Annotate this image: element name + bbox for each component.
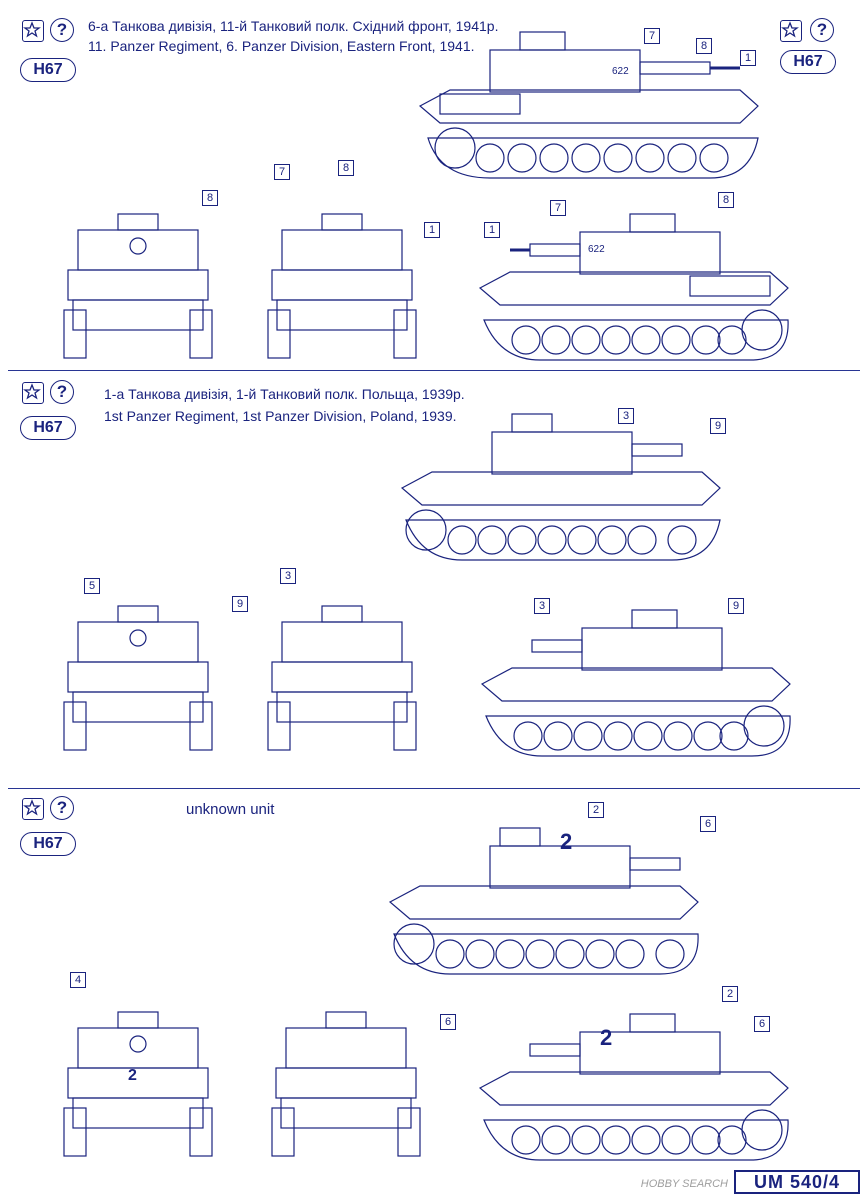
- tank-side-view-right: [480, 609, 791, 757]
- decal-callout: 5: [84, 578, 100, 594]
- variant-title-ua: 1-а Танкова дивізія, 1-й Танковий полк. …: [104, 386, 465, 402]
- tank-side-view-right: [478, 1013, 789, 1161]
- question-circle-icon: ?: [50, 796, 74, 820]
- side-code: H67: [780, 50, 836, 74]
- tank-rear-view: [267, 213, 417, 359]
- decal-callout: 4: [70, 972, 86, 988]
- tank-side-view-left: [418, 31, 759, 179]
- turret-marking: 622: [612, 66, 629, 77]
- decal-callout: 7: [644, 28, 660, 44]
- tank-rear-view: [267, 605, 417, 751]
- star-box-icon: [22, 798, 44, 820]
- decal-callout: 9: [728, 598, 744, 614]
- variant-title-en: 1st Panzer Regiment, 1st Panzer Division…: [104, 408, 457, 424]
- decal-callout: 1: [484, 222, 500, 238]
- tank-side-view-left: [400, 413, 721, 561]
- decal-callout: 6: [440, 1014, 456, 1030]
- section-divider: [8, 370, 860, 371]
- question-circle-icon: ?: [810, 18, 834, 42]
- turret-marking: 2: [600, 1025, 613, 1050]
- decal-callout: 2: [588, 802, 604, 818]
- decal-callout: 8: [338, 160, 354, 176]
- decal-callout: 8: [696, 38, 712, 54]
- question-circle-icon: ?: [50, 380, 74, 404]
- tank-rear-view: [271, 1011, 421, 1157]
- decal-callout: 7: [274, 164, 290, 180]
- tank-side-view-right: [478, 213, 789, 361]
- section-variant-2: ? H67 1-а Танкова дивізія, 1-й Танковий …: [0, 370, 868, 790]
- variant-title-ua: 6-а Танкова дивізія, 11-й Танковий полк.…: [88, 18, 499, 34]
- variant-code: H67: [20, 832, 76, 856]
- decal-callout: 1: [424, 222, 440, 238]
- decal-callout: 2: [722, 986, 738, 1002]
- section-divider: [8, 788, 860, 789]
- watermark: HOBBY SEARCH: [640, 1178, 728, 1190]
- tank-front-view: [63, 1011, 213, 1157]
- section-variant-3: ? H67 unknown unit 2 6 2: [0, 788, 868, 1188]
- turret-marking: 2: [560, 829, 573, 854]
- question-circle-icon: ?: [50, 18, 74, 42]
- sheet-code: UM 540/4: [734, 1170, 860, 1194]
- variant-code: H67: [20, 58, 76, 82]
- star-box-icon: [22, 20, 44, 42]
- section-variant-1: ? H67 6-а Танкова дивізія, 11-й Танковий…: [0, 0, 868, 378]
- tank-front-view: [63, 213, 213, 359]
- turret-marking: 2: [128, 1067, 137, 1084]
- decal-callout: 8: [718, 192, 734, 208]
- decal-callout: 3: [618, 408, 634, 424]
- decal-callout: 1: [740, 50, 756, 66]
- turret-marking: 622: [588, 244, 605, 255]
- decal-callout: 7: [550, 200, 566, 216]
- variant-code: H67: [20, 416, 76, 440]
- decal-callout: 9: [232, 596, 248, 612]
- star-box-icon: [22, 382, 44, 404]
- tank-side-view-left: [388, 827, 699, 975]
- decal-callout: 6: [700, 816, 716, 832]
- star-box-icon: [780, 20, 802, 42]
- decal-callout: 8: [202, 190, 218, 206]
- tank-front-view: [63, 605, 213, 751]
- decal-callout: 3: [280, 568, 296, 584]
- decal-callout: 3: [534, 598, 550, 614]
- variant-title-en: 11. Panzer Regiment, 6. Panzer Division,…: [88, 38, 475, 54]
- variant-title-en: unknown unit: [186, 801, 275, 818]
- decal-callout: 9: [710, 418, 726, 434]
- decal-callout: 6: [754, 1016, 770, 1032]
